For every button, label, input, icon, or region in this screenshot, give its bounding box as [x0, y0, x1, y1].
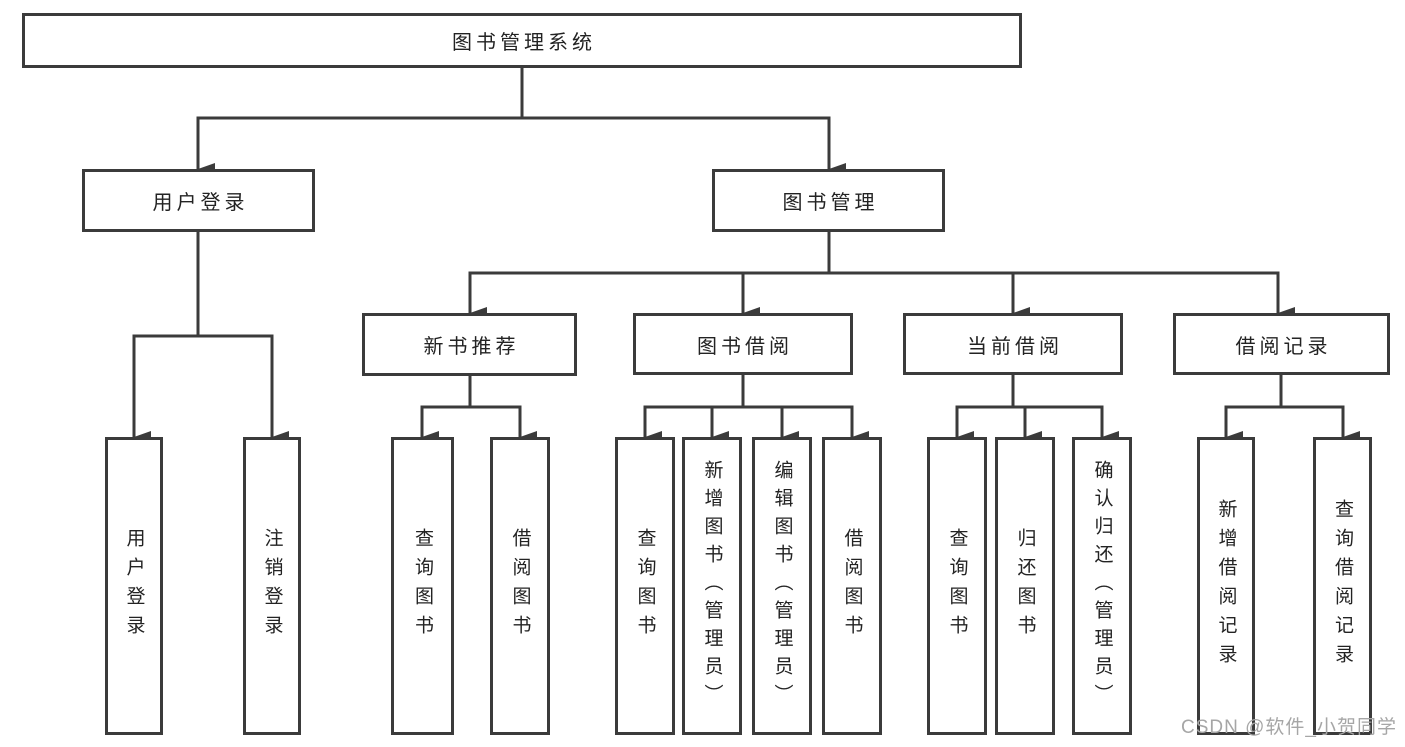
node-user-login: 用户登录 [82, 169, 315, 232]
node-book-management-label: 图书管理 [782, 192, 879, 214]
node-book-borrow-label: 图书借阅 [697, 335, 793, 358]
leaf-borrow-book-label: 借阅图书 [841, 528, 863, 644]
leaf-query-borrow-record-label: 查询借阅记录 [1332, 499, 1353, 673]
leaf-user-login-label: 用户登录 [123, 528, 145, 644]
node-book-management: 图书管理 [712, 169, 945, 232]
leaf-query-borrow-record: 查询借阅记录 [1313, 437, 1372, 735]
leaf-query-book-recommend-label: 查询图书 [412, 528, 433, 644]
leaf-query-book-current-label: 查询图书 [946, 528, 968, 644]
node-root: 图书管理系统 [22, 13, 1022, 68]
leaf-add-borrow-record-label: 新增借阅记录 [1215, 499, 1237, 673]
node-book-borrow: 图书借阅 [633, 313, 853, 375]
node-user-login-label: 用户登录 [152, 192, 249, 214]
leaf-logout-label: 注销登录 [261, 528, 283, 644]
node-new-book-recommend: 新书推荐 [362, 313, 577, 376]
leaf-borrow-book: 借阅图书 [822, 437, 882, 735]
node-current-borrow: 当前借阅 [903, 313, 1123, 375]
leaf-borrow-book-recommend-label: 借阅图书 [509, 528, 531, 644]
csdn-watermark: CSDN @软件_小贺同学 [1181, 717, 1397, 738]
leaf-borrow-book-recommend: 借阅图书 [490, 437, 550, 735]
leaf-logout: 注销登录 [243, 437, 301, 735]
leaf-add-borrow-record: 新增借阅记录 [1197, 437, 1255, 735]
leaf-query-book-recommend: 查询图书 [391, 437, 454, 735]
leaf-user-login: 用户登录 [105, 437, 163, 735]
leaf-return-book: 归还图书 [995, 437, 1055, 735]
leaf-query-book-current: 查询图书 [927, 437, 987, 735]
node-current-borrow-label: 当前借阅 [967, 335, 1063, 358]
node-root-label: 图书管理系统 [452, 32, 596, 54]
leaf-confirm-return-admin-label: 确认归还（管理员） [1091, 460, 1113, 712]
leaf-edit-book-admin: 编辑图书（管理员） [752, 437, 812, 735]
leaf-add-book-admin: 新增图书（管理员） [682, 437, 742, 735]
node-borrow-record-label: 借阅记录 [1235, 335, 1332, 358]
leaf-query-book-borrow: 查询图书 [615, 437, 675, 735]
node-borrow-record: 借阅记录 [1173, 313, 1390, 375]
leaf-query-book-borrow-label: 查询图书 [634, 528, 656, 644]
leaf-edit-book-admin-label: 编辑图书（管理员） [771, 460, 793, 712]
node-new-book-recommend-label: 新书推荐 [423, 336, 520, 358]
leaf-add-book-admin-label: 新增图书（管理员） [701, 460, 723, 712]
leaf-confirm-return-admin: 确认归还（管理员） [1072, 437, 1132, 735]
leaf-return-book-label: 归还图书 [1014, 528, 1036, 644]
